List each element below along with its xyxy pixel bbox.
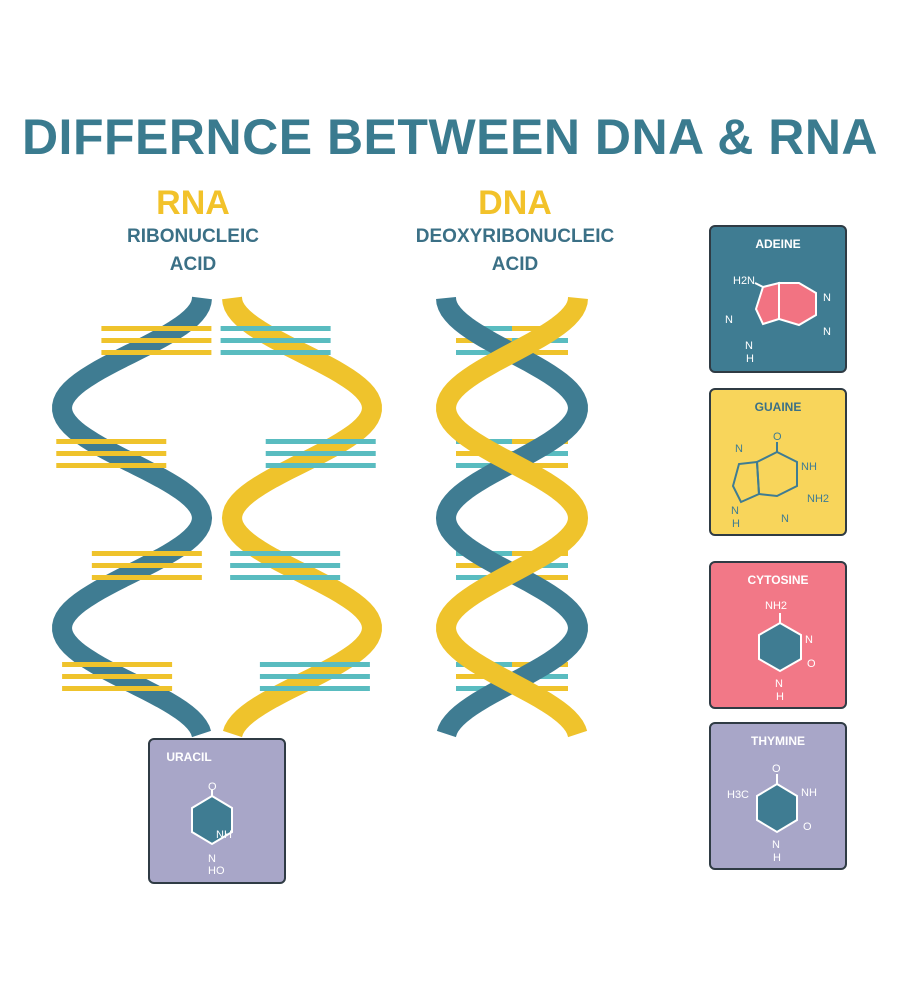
adenine-label-n-left: N [725, 314, 733, 326]
rna-right-base-rung [259, 674, 370, 679]
dna-base-rung-left [456, 463, 512, 468]
guanine-label-n-left: N [731, 505, 739, 517]
uracil-name: URACIL [166, 750, 212, 764]
dna-heading: DNA DEOXYRIBONUCLEIC ACID [395, 183, 635, 279]
uracil-structure-icon: O NH N HO [191, 781, 233, 877]
cytosine-ring [758, 621, 802, 673]
adenine-label-n-h: N [745, 340, 753, 352]
uracil-label-ho: HO [208, 865, 225, 877]
rna-left-base-rung [56, 451, 167, 456]
rna-left-base-rung [62, 662, 173, 667]
thymine-label-h: H [773, 852, 781, 864]
guanine-label-n-bottom: N [781, 513, 789, 525]
thymine-label-n-bottom: N [772, 839, 780, 851]
guanine-name: GUAINE [754, 400, 802, 414]
rna-heading: RNA RIBONUCLEIC ACID [93, 183, 293, 279]
thymine-label-o-right: O [803, 821, 812, 833]
cytosine-label-oxygen: O [807, 658, 816, 670]
guanine-label-h: H [732, 518, 740, 530]
dna-subtitle-line2: ACID [491, 254, 539, 275]
cytosine-label-n-bottom: N [775, 678, 783, 690]
rna-subtitle-line2: ACID [169, 254, 217, 275]
thymine-ring [756, 782, 798, 834]
cytosine-label-nh2: NH2 [765, 600, 787, 612]
page-title: DIFFERNCE BETWEEN DNA & RNA [21, 109, 879, 165]
rna-left-base-rung [56, 439, 167, 444]
uracil-card: URACIL O NH N HO [148, 738, 286, 884]
thymine-label-nh: NH [801, 787, 817, 799]
rna-right-base-rung [220, 350, 331, 355]
dna-strand-blue [435, 297, 588, 738]
adenine-label-n-bottom-right: N [823, 326, 831, 338]
cytosine-label-h: H [776, 691, 784, 703]
cytosine-card: CYTOSINE NH2 N O N H [709, 561, 847, 709]
uracil-label-nh: NH [216, 829, 232, 841]
thymine-card: THYMINE O H3C NH O N H [709, 722, 847, 870]
rna-right-base-rung [259, 686, 370, 691]
adenine-structure-icon: H2N N N H N N [725, 275, 831, 365]
rna-left-base-rung [91, 563, 202, 568]
rna-strand-right [221, 296, 382, 738]
uracil-label-n-bottom: N [208, 853, 216, 865]
cytosine-name: CYTOSINE [747, 573, 809, 587]
rna-left-base-rung [91, 575, 202, 580]
rna-right-base-rung [220, 326, 331, 331]
rna-right-base-rung [220, 338, 331, 343]
adenine-label-amine: H2N [733, 275, 755, 287]
adenine-ring-5 [754, 281, 780, 326]
guanine-label-n-top-left: N [735, 443, 743, 455]
guanine-structure-icon: N O NH NH2 N H N [731, 431, 829, 530]
adenine-ring-6 [778, 282, 817, 327]
thymine-label-o-top: O [772, 763, 781, 775]
dna-strand-yellow [436, 297, 589, 738]
adenine-label-n-top-right: N [823, 292, 831, 304]
guanine-card: GUAINE N O NH NH2 N H N [709, 388, 847, 536]
rna-right-base-rung [265, 451, 376, 456]
guanine-label-oxygen: O [773, 431, 782, 443]
rna-right-base-rung [230, 551, 341, 556]
guanine-label-nh: NH [801, 461, 817, 473]
rna-label: RNA [156, 184, 230, 222]
rna-left-base-rung [62, 686, 173, 691]
rna-left-base-rung [101, 338, 212, 343]
dna-base-rung-right [512, 350, 568, 355]
adenine-name: ADEINE [755, 237, 801, 251]
guanine-ring-5 [731, 460, 761, 504]
guanine-label-nh2: NH2 [807, 493, 829, 505]
cytosine-structure-icon: NH2 N O N H [758, 600, 816, 703]
rna-left-base-rung [62, 674, 173, 679]
cytosine-label-n-mid: N [805, 634, 813, 646]
rna-left-base-rung [101, 350, 212, 355]
dna-base-rung-left [456, 350, 512, 355]
rna-right-base-rung [230, 575, 341, 580]
adenine-card: ADEINE H2N N N H N N [709, 225, 847, 373]
rna-subtitle-line1: RIBONUCLEIC [127, 226, 259, 247]
helices-group [52, 296, 589, 738]
thymine-name: THYMINE [751, 734, 805, 748]
uracil-ring [191, 794, 233, 846]
thymine-label-ch3: H3C [727, 789, 749, 801]
dna-base-rung-right [512, 463, 568, 468]
rna-left-base-rung [101, 326, 212, 331]
rna-left-base-rung [91, 551, 202, 556]
rna-right-base-rung [265, 463, 376, 468]
rna-right-base-rung [265, 439, 376, 444]
guanine-ring-6 [755, 450, 798, 498]
uracil-label-o-top: O [208, 781, 217, 793]
rna-left-base-rung [56, 463, 167, 468]
rna-right-base-rung [230, 563, 341, 568]
dna-subtitle-line1: DEOXYRIBONUCLEIC [415, 226, 615, 247]
rna-strand-left [52, 296, 213, 738]
thymine-structure-icon: O H3C NH O N H [727, 763, 817, 864]
rna-right-base-rung [259, 662, 370, 667]
dna-label: DNA [478, 184, 552, 222]
adenine-label-h: H [746, 353, 754, 365]
